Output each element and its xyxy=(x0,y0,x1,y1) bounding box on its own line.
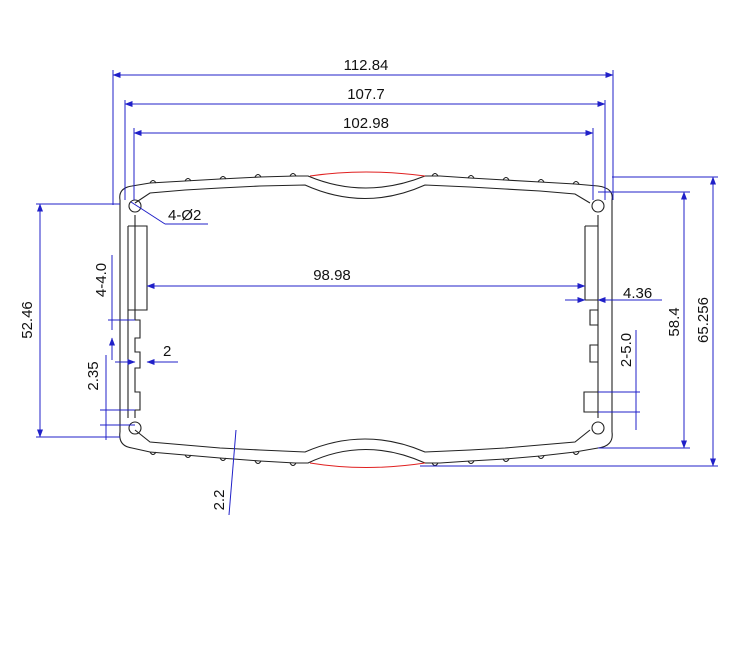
middle-width-label: 107.7 xyxy=(347,86,385,103)
left-slot-spec-label: 4-4.0 xyxy=(93,263,110,297)
top-bumps xyxy=(149,172,580,185)
overall-width-label: 112.84 xyxy=(344,57,389,74)
screw-hole-top-left xyxy=(128,199,142,213)
top-highlight-curve xyxy=(309,171,426,177)
extrusion-profile xyxy=(119,171,613,468)
bottom-outer-edge xyxy=(119,431,613,464)
dimension-lines xyxy=(36,70,718,516)
bottom-bumps xyxy=(149,451,580,467)
wall-thickness-label: 2.2 xyxy=(211,490,228,511)
slot-depth-right-label: 4.36 xyxy=(623,285,652,302)
right-inner-wall xyxy=(584,215,599,418)
left-height-label: 52.46 xyxy=(19,301,36,339)
right-slot-wall xyxy=(583,309,598,413)
hole-spec-label: 4-Ø2 xyxy=(168,207,201,224)
left-inner-wall xyxy=(134,215,141,418)
bottom-inner-edge xyxy=(134,429,591,453)
inner-height-label: 58.4 xyxy=(666,307,683,336)
screw-hole-bottom-right xyxy=(591,421,605,435)
cavity-width-label: 98.98 xyxy=(313,267,351,284)
top-outer-edge xyxy=(119,175,613,201)
top-inner-edge xyxy=(134,184,591,204)
bottom-highlight-curve xyxy=(309,462,426,468)
dimension-labels: 112.84 107.7 102.98 4-Ø2 98.98 4.36 52.4… xyxy=(19,57,712,510)
inner-width-label: 102.98 xyxy=(343,115,389,132)
left-slot-width-label: 2 xyxy=(163,343,171,360)
right-slot-spec-label: 2-5.0 xyxy=(618,333,635,367)
screw-hole-top-right xyxy=(591,199,605,213)
left-slot-pitch-label: 2.35 xyxy=(85,361,102,390)
screw-hole-bottom-left xyxy=(128,421,142,435)
left-slot-wall xyxy=(127,225,148,418)
overall-height-label: 65.256 xyxy=(695,297,712,343)
